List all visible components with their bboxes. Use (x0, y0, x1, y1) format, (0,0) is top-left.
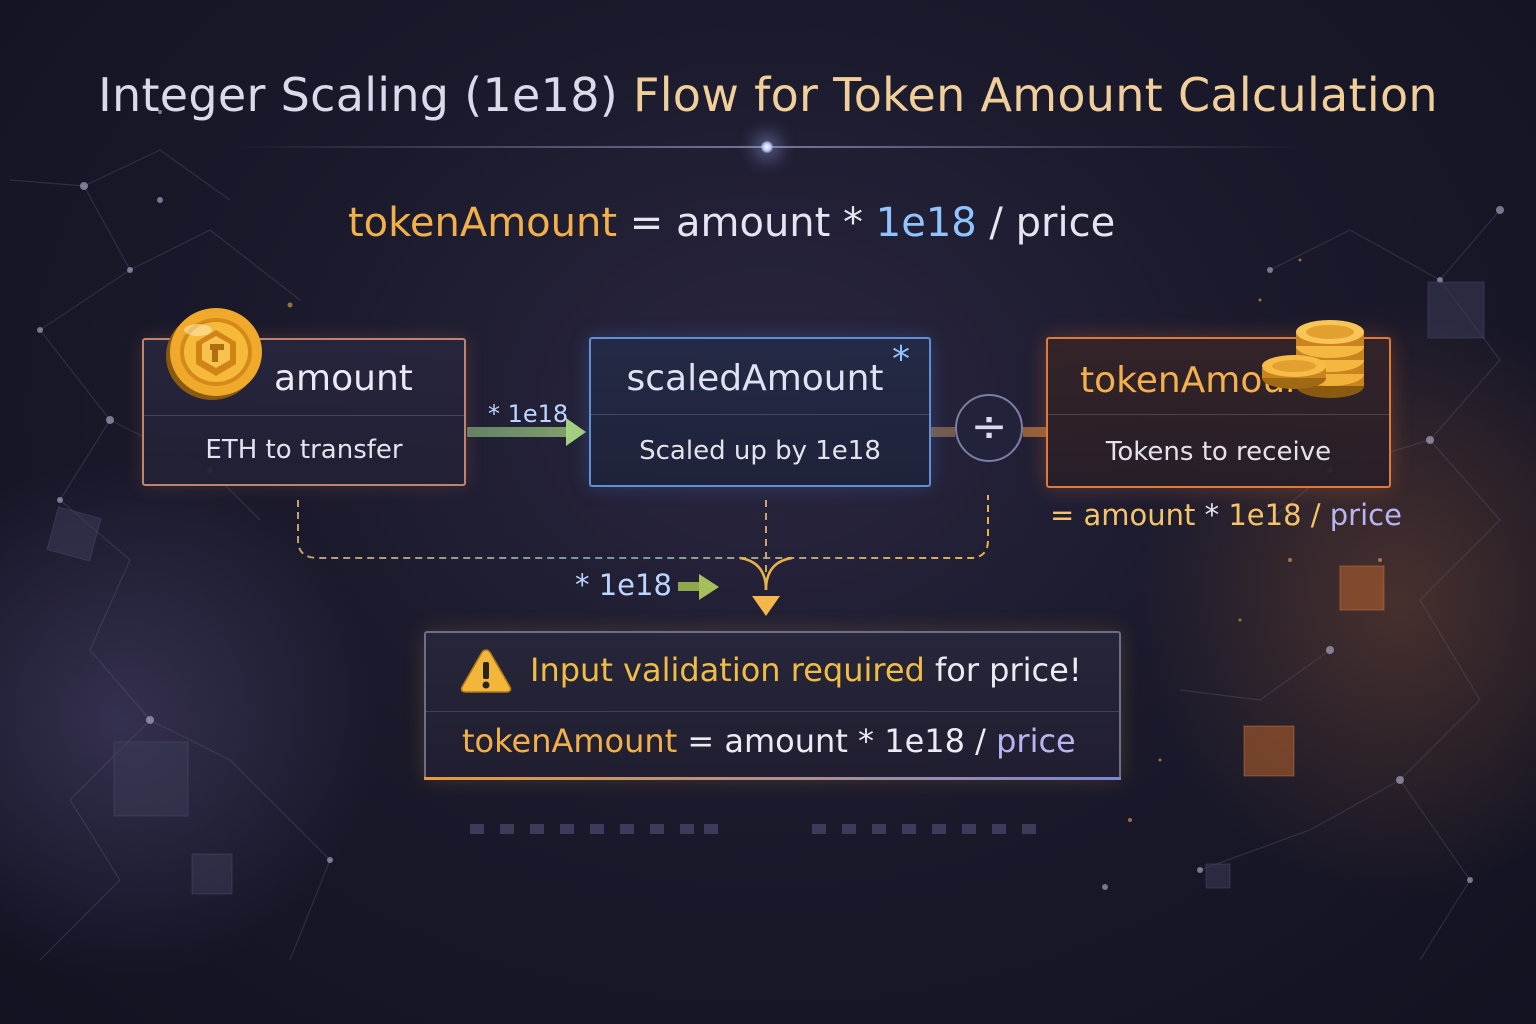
page-title: Integer Scaling (1e18) Flow for Token Am… (0, 68, 1536, 122)
result-eq: = amount (1050, 498, 1205, 532)
merge-arrow (739, 556, 768, 591)
multiply-arrow (467, 427, 567, 437)
node-amount-label: amount (144, 340, 464, 416)
merge-arrowhead (752, 596, 780, 616)
node-scaled-sub: Scaled up by 1e18 (639, 436, 881, 466)
warning-formula-factor: 1e18 / (874, 722, 997, 760)
node-amount-sub: ETH to transfer (205, 435, 403, 465)
result-factor: 1e18 / (1219, 498, 1330, 532)
coin-icon (166, 308, 262, 400)
main-formula: tokenAmount = amount * 1e18 / price (348, 200, 1115, 246)
divide-connector-right (1023, 427, 1047, 437)
formula-eq: = amount (617, 200, 844, 246)
warning-formula-lhs: tokenAmount (462, 722, 678, 760)
scaled-asterisk-mark: * (892, 339, 910, 380)
divide-connector-left (931, 427, 955, 437)
warning-highlight: Input validation required (530, 651, 925, 689)
warning-row: Input validation required for price! (426, 633, 1119, 712)
lower-flow-line (297, 495, 989, 559)
multiply-arrowhead (566, 418, 586, 446)
result-formula: = amount * 1e18 / price (1050, 498, 1402, 532)
formula-factor: 1e18 (863, 200, 977, 246)
formula-rest: / price (976, 200, 1116, 246)
sparkle-icon (760, 140, 774, 154)
title-part-1: Integer Scaling (1e18) (98, 68, 619, 122)
warning-formula-price: price (996, 722, 1076, 760)
validation-warning-box: Input validation required for price! tok… (424, 631, 1121, 780)
warning-formula-row: tokenAmount = amount * 1e18 / price (426, 708, 1119, 778)
warning-message: Input validation required for price! (530, 651, 1082, 689)
node-scaled-label: scaledAmount (591, 339, 929, 415)
lower-multiply-label: * 1e18 (575, 568, 672, 602)
formula-op: * (843, 200, 864, 246)
title-part-2: Flow for Token Amount Calculation (618, 68, 1438, 122)
divide-icon: ÷ (955, 394, 1023, 462)
result-price: price (1329, 498, 1402, 532)
lower-arrow (678, 582, 700, 591)
warning-formula-mid: = amount (677, 722, 859, 760)
formula-lhs: tokenAmount (348, 200, 618, 246)
node-scaled-amount: scaledAmount Scaled up by 1e18 (589, 337, 931, 487)
warning-formula-op: * (858, 722, 875, 760)
coin-stack-icon (1262, 320, 1364, 398)
warning-rest: for price! (924, 651, 1082, 689)
node-token-sub: Tokens to receive (1105, 437, 1332, 467)
warning-formula: tokenAmount = amount * 1e18 / price (462, 722, 1076, 760)
result-op: * (1204, 498, 1220, 532)
warning-icon (460, 649, 512, 693)
multiply-label: * 1e18 (488, 400, 569, 428)
node-amount: amount ETH to transfer (142, 338, 466, 486)
